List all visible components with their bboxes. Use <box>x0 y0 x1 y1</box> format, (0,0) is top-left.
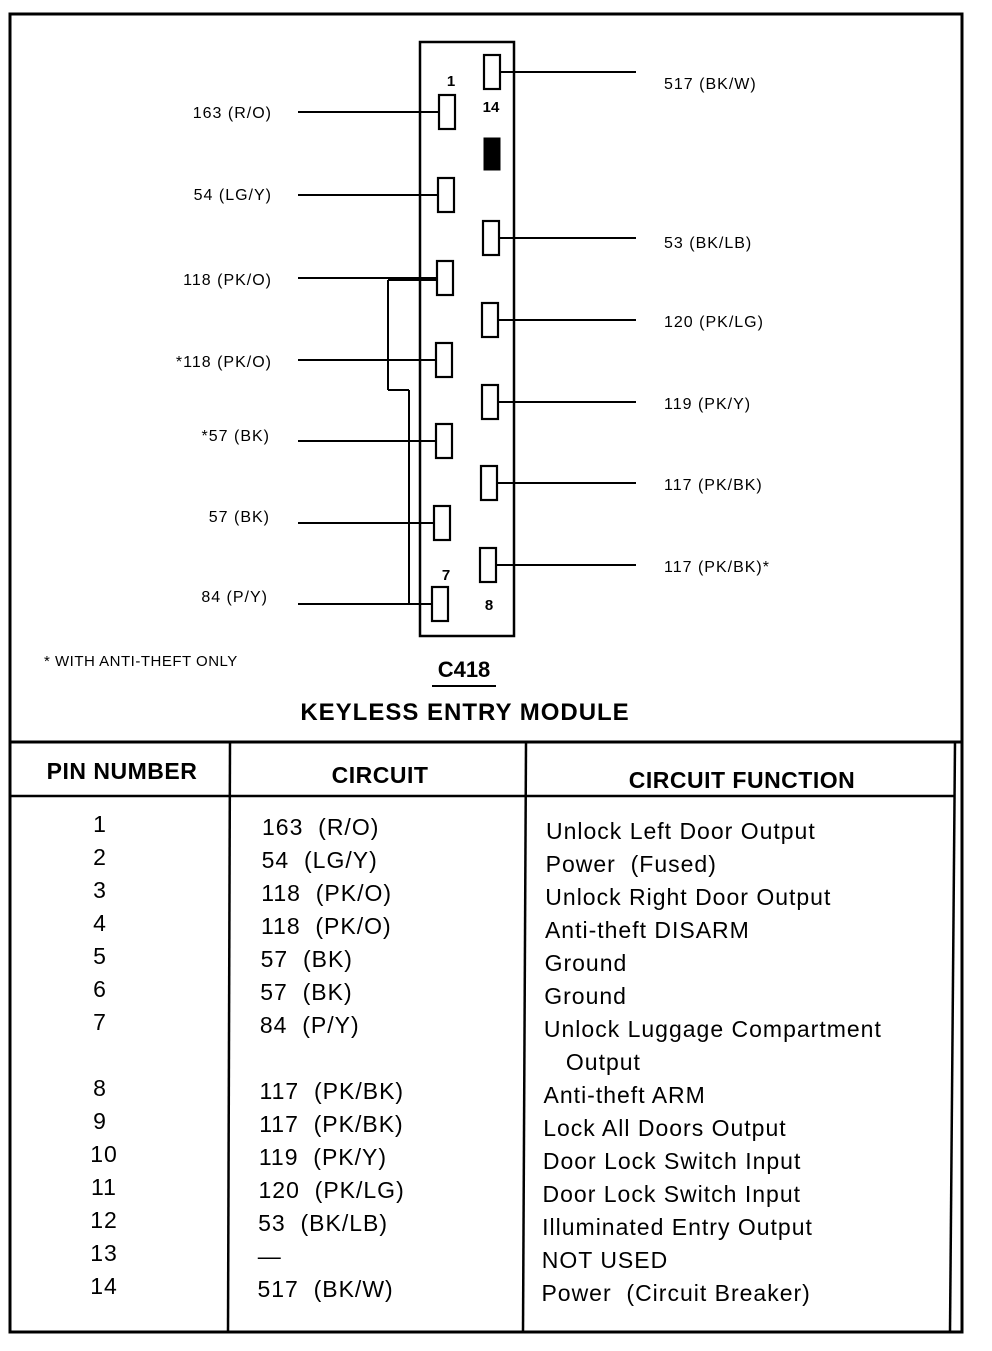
cell-pin-5: 5 <box>93 943 107 969</box>
pin-terminal-7 <box>430 585 450 623</box>
cell-function-6: Ground <box>544 983 627 1009</box>
table-rows: 1 163 (R/O) Unlock Left Door Output 2 54 (LG… <box>90 811 882 1306</box>
anti-theft-footnote: * WITH ANTI-THEFT ONLY <box>44 653 238 670</box>
cell-circuit-14: 517 (BK/W) <box>257 1276 393 1302</box>
cell-circuit-5: 57 (BK) <box>261 946 353 972</box>
shared-wire-bus <box>387 279 437 604</box>
pin-terminal-1 <box>437 93 457 131</box>
cell-circuit-12: 53 (BK/LB) <box>258 1210 388 1236</box>
wire-label-pin-3: 118 (PK/O) <box>183 272 272 289</box>
cell-function-4: Anti-theft DISARM <box>545 917 750 943</box>
pin-terminal-6 <box>432 504 452 542</box>
pin-number-1: 1 <box>447 73 455 90</box>
right-wire-group: 517 (BK/W) 53 (BK/LB) 120 (PK/LG) 119 (PK/Y… <box>478 53 770 584</box>
cell-function-8: Anti-theft ARM <box>544 1082 706 1108</box>
cell-pin-3: 3 <box>93 877 107 903</box>
wire-label-pin-6: 57 (BK) <box>209 509 270 526</box>
module-title: KEYLESS ENTRY MODULE <box>300 699 629 726</box>
cell-circuit-6: 57 (BK) <box>260 979 352 1005</box>
pin-terminal-11 <box>480 301 500 339</box>
cell-circuit-8: 117 (PK/BK) <box>260 1078 405 1104</box>
cell-function-7: Unlock Luggage Compartment <box>544 1016 882 1042</box>
pin-number-8: 8 <box>485 597 493 614</box>
wire-label-pin-9: 117 (PK/BK) <box>664 477 763 494</box>
pin-terminal-9 <box>479 464 499 502</box>
cell-pin-2: 2 <box>93 844 107 870</box>
cell-circuit-11: 120 (PK/LG) <box>259 1177 405 1203</box>
pin-number-14: 14 <box>483 99 500 116</box>
cell-pin-11: 11 <box>91 1174 117 1200</box>
wire-label-pin-5: *57 (BK) <box>202 428 270 445</box>
pin-terminal-2 <box>436 176 456 214</box>
cell-function-5: Ground <box>545 950 628 976</box>
cell-function-2: Power (Fused) <box>546 851 717 877</box>
wire-label-pin-1: 163 (R/O) <box>193 105 272 122</box>
wire-label-pin-11: 120 (PK/LG) <box>664 314 764 331</box>
wire-label-pin-14: 517 (BK/W) <box>664 76 757 93</box>
cell-pin-8: 8 <box>93 1075 107 1101</box>
pin-terminal-14 <box>482 53 502 91</box>
pin-number-7: 7 <box>442 567 450 584</box>
cell-pin-12: 12 <box>90 1207 118 1233</box>
cell-function-9: Lock All Doors Output <box>543 1115 786 1141</box>
cell-function-1: Unlock Left Door Output <box>546 818 816 844</box>
cell-pin-6: 6 <box>93 976 107 1002</box>
cell-pin-4: 4 <box>93 910 107 936</box>
outer-frame <box>8 12 964 1334</box>
cell-circuit-3: 118 (PK/O) <box>261 880 392 906</box>
pin-terminal-4 <box>434 341 454 379</box>
wire-label-pin-2: 54 (LG/Y) <box>194 187 272 204</box>
wire-label-pin-4: *118 (PK/O) <box>176 354 272 371</box>
cell-function-13: NOT USED <box>542 1247 668 1273</box>
cell-pin-10: 10 <box>90 1141 118 1167</box>
table-right-edge <box>948 741 957 1333</box>
pin-terminal-13-blocked <box>483 137 501 171</box>
pin-terminal-10 <box>480 383 500 421</box>
cell-circuit-10: 119 (PK/Y) <box>259 1144 387 1170</box>
cell-pin-1: 1 <box>93 811 107 837</box>
wire-label-pin-8: 117 (PK/BK)* <box>664 559 770 576</box>
cell-circuit-7: 84 (P/Y) <box>260 1012 360 1038</box>
cell-circuit-9: 117 (PK/BK) <box>259 1111 404 1137</box>
left-wire-group: 163 (R/O) 54 (LG/Y) 118 (PK/O) *118 (PK/O) *… <box>176 93 457 623</box>
cell-function-11: Door Lock Switch Input <box>543 1181 802 1207</box>
connector-id: C418 <box>438 657 491 682</box>
table-col-divider-1 <box>226 741 232 1333</box>
cell-pin-7: 7 <box>93 1009 107 1035</box>
wire-label-pin-10: 119 (PK/Y) <box>664 396 751 413</box>
header-pin-number: PIN NUMBER <box>47 758 198 784</box>
cell-circuit-13: — <box>258 1243 282 1269</box>
cell-function-12: Illuminated Entry Output <box>542 1214 813 1240</box>
cell-pin-9: 9 <box>93 1108 107 1134</box>
wire-label-pin-7: 84 (P/Y) <box>201 589 268 606</box>
table-col-divider-2 <box>521 741 528 1333</box>
cell-circuit-2: 54 (LG/Y) <box>262 847 378 873</box>
connector-diagram: 163 (R/O) 54 (LG/Y) 118 (PK/O) *118 (PK/O) *… <box>44 40 770 726</box>
connector-body <box>418 40 516 638</box>
wire-label-pin-12: 53 (BK/LB) <box>664 235 752 252</box>
cell-function-10: Door Lock Switch Input <box>543 1148 802 1174</box>
cell-pin-13: 13 <box>90 1240 118 1266</box>
cell-circuit-1: 163 (R/O) <box>262 814 379 840</box>
cell-pin-14: 14 <box>90 1273 118 1299</box>
header-circuit: CIRCUIT <box>332 762 429 788</box>
pin-terminal-8 <box>478 546 498 584</box>
cell-function-3: Unlock Right Door Output <box>545 884 831 910</box>
pin-terminal-5 <box>434 422 454 460</box>
cell-circuit-4: 118 (PK/O) <box>261 913 392 939</box>
pin-terminal-3 <box>435 259 455 297</box>
header-circuit-function: CIRCUIT FUNCTION <box>629 767 855 793</box>
pin-terminal-12 <box>481 219 501 257</box>
cell-function-14: Power (Circuit Breaker) <box>541 1280 810 1306</box>
cell-function-7-cont: Output <box>566 1049 641 1075</box>
